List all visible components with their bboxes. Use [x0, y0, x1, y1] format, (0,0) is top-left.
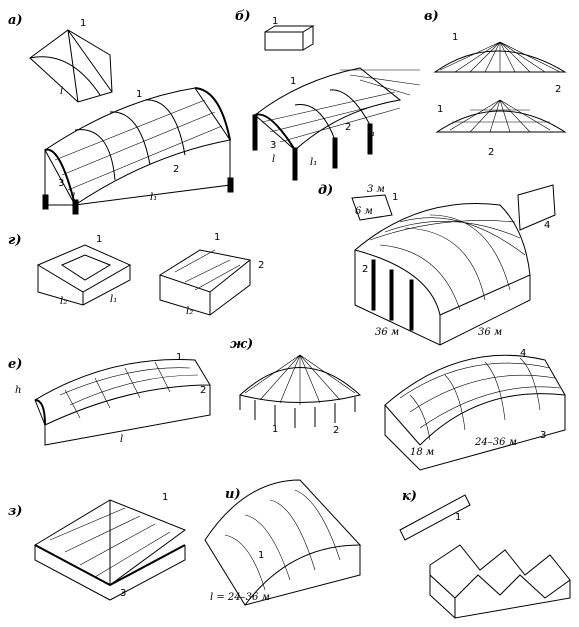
- panel-e: е) 1 2 h l: [8, 352, 211, 446]
- a-mark-2: 2: [173, 164, 179, 175]
- b-mark-1: 1: [290, 76, 296, 87]
- g-dim-l2-right: l₂: [186, 306, 193, 317]
- zh-mark-1: 1: [272, 424, 278, 435]
- panel-d: д) 3 м 6 м 1 2 4 36 м 36 м: [318, 183, 556, 346]
- vault-dim-24-36m: 24–36 м: [474, 437, 517, 448]
- panel-g: г) 1 l₂ l₁ 1 2 l₂: [8, 232, 264, 317]
- panel-vault-right: 4 18 м 24–36 м 3: [384, 348, 566, 471]
- panel-k: к) 1: [399, 489, 571, 619]
- d-dim-3m: 3 м: [367, 184, 385, 195]
- panel-b: б) 1 1 3 2 l l₁ l₁: [235, 9, 421, 181]
- vault-dim-18m: 18 м: [410, 447, 434, 458]
- svg-text:l: l: [60, 86, 63, 97]
- b-mark-1-top: 1: [272, 16, 278, 27]
- z-mark-3: 3: [120, 588, 126, 599]
- d-dim-36-left: 36 м: [375, 327, 399, 338]
- v-mark-2: 2: [488, 147, 494, 158]
- panel-d-label: д): [318, 183, 333, 198]
- panel-zh-label: ж): [230, 337, 253, 352]
- panel-v: в) 1 2 1 2: [424, 9, 567, 158]
- g-mark-2: 2: [258, 260, 264, 271]
- b-dim-l: l: [272, 154, 275, 165]
- d-dim-6m: 6 м: [355, 206, 373, 217]
- panel-i: и) 1 l = 24–36 м: [204, 479, 362, 606]
- a-mark-1: 1: [136, 89, 142, 100]
- g-dim-l1: l₁: [110, 294, 117, 305]
- d-dim-36-right: 36 м: [478, 327, 502, 338]
- v-mark-2-top: 2: [555, 84, 561, 95]
- a-dim-l1: l₁: [150, 192, 157, 203]
- zh-mark-2: 2: [333, 425, 339, 436]
- panel-a-label: а): [8, 13, 23, 28]
- b-mark-3: 3: [270, 140, 276, 151]
- i-mark-1: 1: [258, 550, 264, 561]
- panel-z: з) 1 3: [8, 492, 187, 601]
- panel-g-label: г): [8, 233, 21, 248]
- d-mark-1: 1: [392, 192, 398, 203]
- vault-mark-3: 3: [540, 430, 546, 441]
- g-mark-1-left: 1: [96, 234, 102, 245]
- e-mark-1: 1: [176, 352, 182, 363]
- a-mark-1-top: 1: [80, 18, 86, 29]
- panel-z-label: з): [8, 504, 22, 519]
- d-mark-2: 2: [362, 264, 368, 275]
- panel-k-label: к): [402, 489, 417, 504]
- k-mark-1: 1: [455, 512, 461, 523]
- svg-text:l: l: [72, 192, 75, 203]
- panel-i-label: и): [225, 487, 241, 502]
- panel-v-label: в): [424, 9, 439, 24]
- d-mark-4: 4: [544, 220, 550, 231]
- panel-e-label: е): [8, 357, 22, 372]
- g-dim-l2-left: l₂: [60, 296, 67, 307]
- e-dim-l: l: [120, 434, 123, 445]
- b-dim-l1-a: l₁: [310, 157, 317, 168]
- e-dim-h: h: [15, 385, 21, 396]
- panel-zh: ж) 1 2: [230, 337, 362, 436]
- b-dim-l1-b: l₁: [368, 128, 375, 139]
- a-mark-3: 3: [58, 178, 64, 189]
- z-mark-1: 1: [162, 492, 168, 503]
- vault-mark-4: 4: [520, 348, 526, 359]
- v-mark-1: 1: [437, 104, 443, 115]
- panel-a: а) 1 1 l 3 2 l₁ l: [8, 13, 234, 215]
- e-mark-2: 2: [200, 385, 206, 396]
- v-mark-1-top: 1: [452, 32, 458, 43]
- g-mark-1-right: 1: [214, 232, 220, 243]
- panel-b-label: б): [235, 9, 251, 24]
- b-mark-2: 2: [345, 122, 351, 133]
- i-dim-l: l = 24–36 м: [210, 592, 270, 603]
